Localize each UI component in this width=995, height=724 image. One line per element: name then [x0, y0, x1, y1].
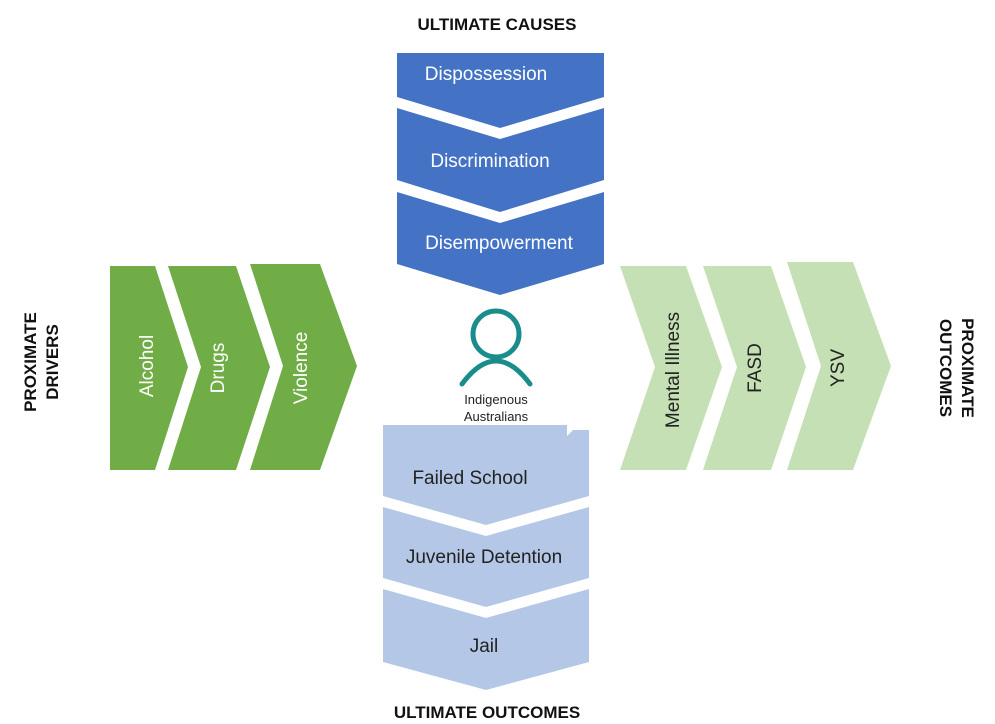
- outcome-chevron-fasd: [703, 266, 806, 470]
- outcome-chevron-mental-illness: [620, 266, 722, 470]
- proximate-outcomes-chevrons: Mental Illness FASD YSV: [620, 262, 891, 470]
- cause-chevron-disempowerment: [397, 192, 604, 295]
- outcome-label-failed-school: Failed School: [412, 468, 527, 489]
- svg-text:PROXIMATE: PROXIMATE: [958, 318, 977, 418]
- center-label-line2: Australians: [464, 409, 529, 424]
- cause-chevron-dispossession: [397, 53, 604, 128]
- outcome-chevron-juvenile-detention: [383, 507, 589, 607]
- driver-label-violence: Violence: [291, 332, 312, 405]
- cause-label-disempowerment: Disempowerment: [425, 233, 574, 254]
- ultimate-outcomes-heading: ULTIMATE OUTCOMES: [394, 703, 580, 722]
- outcome-label-fasd: FASD: [745, 343, 766, 393]
- outcome-chevron-ysv: [787, 262, 891, 470]
- ultimate-outcomes-chevrons: Failed School Juvenile Detention Jail: [383, 425, 589, 690]
- proximate-drivers-heading: PROXIMATE DRIVERS: [21, 312, 62, 412]
- proximate-outcomes-heading: PROXIMATE OUTCOMES: [936, 318, 977, 418]
- driver-label-alcohol: Alcohol: [137, 335, 158, 397]
- cause-label-discrimination: Discrimination: [430, 151, 549, 172]
- svg-text:DRIVERS: DRIVERS: [43, 324, 62, 400]
- driver-chevron-drugs: [168, 266, 270, 470]
- driver-chevron-alcohol: [110, 266, 188, 470]
- outcome-chevron-jail: [383, 589, 589, 690]
- svg-text:PROXIMATE: PROXIMATE: [21, 312, 40, 412]
- driver-label-drugs: Drugs: [208, 343, 229, 394]
- cause-label-dispossession: Dispossession: [425, 64, 548, 85]
- cause-chevron-discrimination: [397, 108, 604, 212]
- ultimate-causes-heading: ULTIMATE CAUSES: [418, 15, 577, 34]
- outcome-label-ysv: YSV: [828, 349, 849, 387]
- outcome-label-juvenile-detention: Juvenile Detention: [406, 547, 562, 568]
- outcome-chevron-failed-school: [383, 425, 589, 525]
- svg-text:OUTCOMES: OUTCOMES: [936, 319, 955, 417]
- driver-chevron-violence: [250, 264, 357, 470]
- outcome-label-jail: Jail: [470, 636, 499, 657]
- outcome-label-mental-illness: Mental Illness: [663, 312, 684, 428]
- person-icon: [459, 308, 533, 387]
- proximate-drivers-chevrons: Alcohol Drugs Violence: [110, 264, 357, 470]
- center-label-line1: Indigenous: [464, 392, 528, 407]
- ultimate-causes-chevrons: Dispossession Discrimination Disempowerm…: [397, 53, 604, 295]
